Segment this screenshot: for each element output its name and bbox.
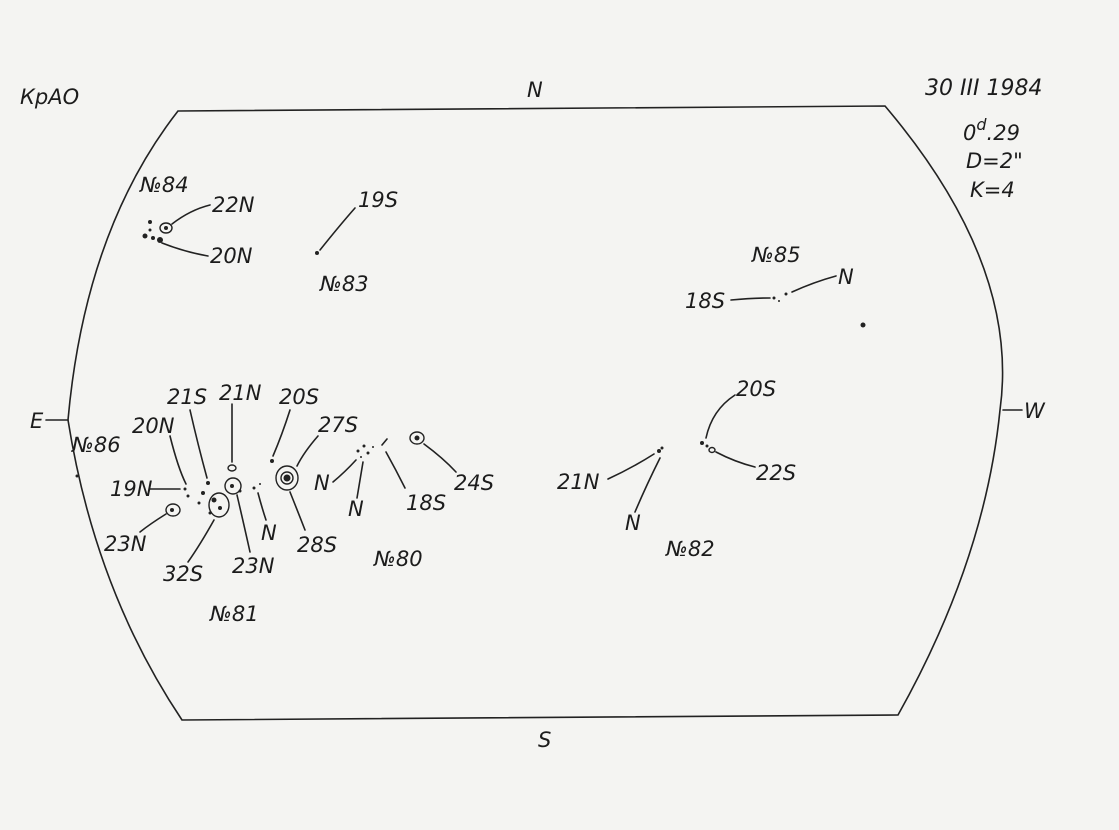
leader-81-20S	[272, 409, 291, 457]
leader-81-28S	[289, 491, 306, 531]
leader-83-19S	[319, 207, 356, 251]
group-82-label: №82	[665, 537, 715, 561]
leader-81-23N-b	[236, 494, 251, 553]
label-82-21N: 21N	[557, 470, 600, 494]
group-85-label: №85	[751, 243, 801, 267]
spot-85-c	[778, 300, 780, 302]
leader-81-23N-a	[139, 513, 167, 533]
label-80-N-b: N	[348, 497, 364, 521]
time-label: 0d.29	[963, 115, 1020, 145]
group-81-label: №81	[209, 602, 259, 626]
north-label: N	[527, 78, 543, 102]
leader-84-22N	[171, 204, 211, 225]
label-81-23N-b: 23N	[232, 554, 275, 578]
spot-86	[75, 474, 79, 478]
leader-82-22S	[715, 451, 756, 468]
label-83-19S: 19S	[358, 188, 398, 212]
group-80-spots	[356, 431, 425, 458]
group-81-spots	[165, 459, 299, 518]
label-81-32S: 32S	[163, 562, 203, 586]
label-81-23N-a: 23N	[104, 532, 147, 556]
stray-dot	[860, 322, 866, 328]
west-label: W	[1024, 399, 1046, 423]
leader-82-20S	[705, 394, 736, 439]
leader-85-N	[791, 275, 837, 293]
label-81-21S: 21S	[167, 385, 207, 409]
label-80-18S: 18S	[406, 491, 446, 515]
leader-85-18S	[730, 297, 771, 301]
label-82-20S: 20S	[736, 377, 776, 401]
label-81-27S: 27S	[318, 413, 358, 437]
leader-80-18S	[385, 451, 406, 489]
east-label: E	[30, 409, 44, 433]
leader-81-N	[257, 492, 267, 521]
spot-83	[315, 251, 319, 255]
leader-82-N	[634, 457, 661, 513]
label-81-21N: 21N	[219, 381, 262, 405]
leader-80-24S	[423, 443, 457, 473]
south-label: S	[538, 728, 551, 752]
spot-85-a	[772, 296, 776, 300]
label-81-20N: 20N	[132, 414, 175, 438]
diameter-label: D=2"	[966, 149, 1023, 173]
leader-84-20N	[161, 242, 209, 257]
group-82-spots	[657, 441, 716, 454]
leader-80-N-b	[356, 461, 364, 499]
observatory-label: КрАО	[20, 85, 79, 109]
k-label: K=4	[970, 178, 1015, 202]
label-85-18S: 18S	[685, 289, 725, 313]
label-81-N: N	[261, 521, 277, 545]
leader-81-32S	[187, 519, 215, 563]
time-sup: d	[976, 115, 987, 134]
group-83-label: №83	[319, 272, 369, 296]
label-81-19N: 19N	[110, 477, 153, 501]
leader-80-N-a	[332, 459, 357, 483]
group-80-label: №80	[373, 547, 423, 571]
time-prefix: 0	[963, 121, 976, 145]
label-81-20S: 20S	[279, 385, 319, 409]
label-85-N: N	[838, 265, 854, 289]
label-84-20N: 20N	[210, 244, 253, 268]
leader-82-21N	[607, 453, 655, 480]
group-86-label: №86	[71, 433, 121, 457]
spot-85-b	[784, 292, 788, 296]
group-84-label: №84	[139, 173, 189, 197]
group-84-spots	[142, 220, 173, 243]
date-label: 30 III 1984	[925, 76, 1042, 101]
label-80-24S: 24S	[454, 471, 494, 495]
leader-81-27S	[296, 435, 319, 467]
label-81-28S: 28S	[297, 533, 337, 557]
label-82-22S: 22S	[756, 461, 796, 485]
label-80-N-a: N	[314, 471, 330, 495]
leader-81-21S	[189, 409, 208, 479]
label-84-22N: 22N	[212, 193, 255, 217]
disk-outline	[67, 105, 1004, 721]
leader-81-20N	[169, 435, 187, 485]
time-suffix: .29	[987, 121, 1020, 145]
label-82-N: N	[625, 511, 641, 535]
